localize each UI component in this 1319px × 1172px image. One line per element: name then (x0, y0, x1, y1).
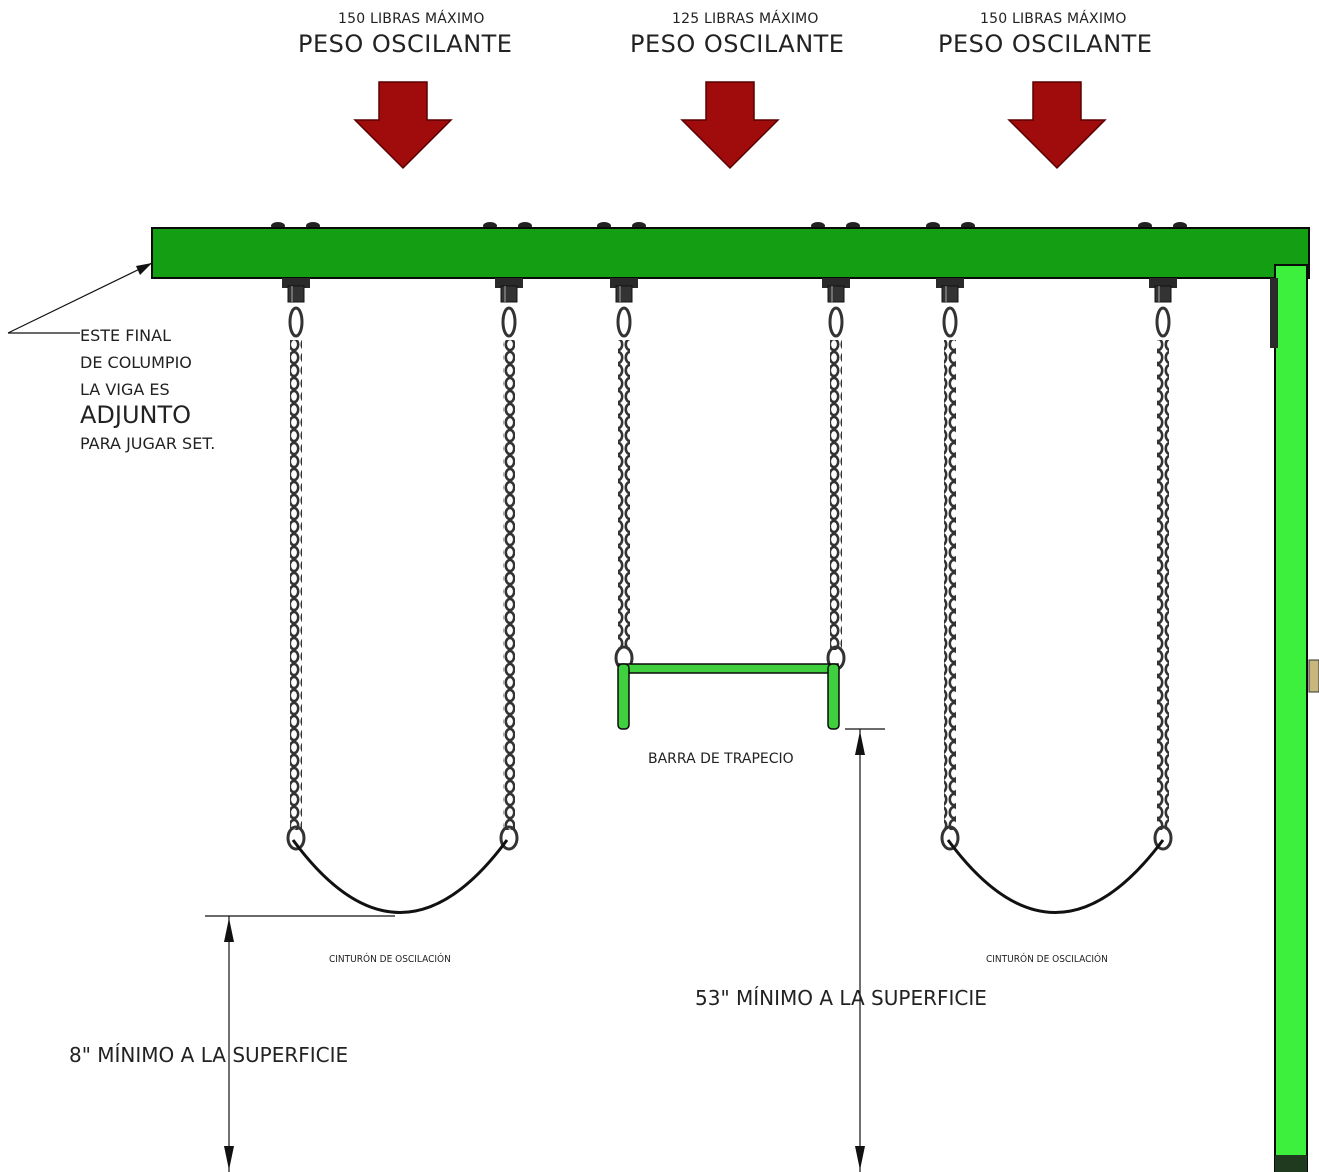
hanger-bracket (282, 278, 310, 338)
chain (830, 340, 842, 650)
hanger-bracket (610, 278, 638, 338)
dimension-trapeze-height (845, 728, 885, 1172)
trapeze-label: BARRA DE TRAPECIO (648, 751, 794, 767)
beam-note-line5: PARA JUGAR SET. (80, 434, 216, 453)
chain (944, 340, 956, 830)
belt-seat-right (946, 839, 1165, 914)
support-post (1274, 264, 1308, 1172)
load-left-max: 150 LIBRAS MÁXIMO (338, 11, 485, 27)
hanger-bracket (822, 278, 850, 338)
down-arrow-icon (353, 81, 453, 170)
hanger-bracket (936, 278, 964, 338)
chain-ring (1153, 825, 1173, 851)
chain-ring (499, 825, 519, 851)
accessory-tab (1308, 659, 1319, 693)
swing-chains (286, 340, 1173, 851)
chain (1157, 340, 1169, 830)
beam-note-line1: ESTE FINAL (80, 326, 171, 345)
belt-label-right: CINTURÓN DE OSCILACIÓN (986, 954, 1108, 965)
chain (290, 340, 302, 830)
beam-note-line4: ADJUNTO (80, 401, 192, 429)
load-center-max: 125 LIBRAS MÁXIMO (672, 11, 819, 27)
hanger-bracket (495, 278, 523, 338)
beam-note-line3: LA VIGA ES (80, 380, 170, 399)
hanger-bracket (1149, 278, 1177, 338)
chain-ring (940, 825, 960, 851)
down-arrow-icon (680, 81, 780, 170)
down-arrow-icon (1007, 81, 1107, 170)
dimension-swing-label: 8" MÍNIMO A LA SUPERFICIE (69, 1043, 349, 1067)
load-right-max: 150 LIBRAS MÁXIMO (980, 11, 1127, 27)
dimension-swing-height (205, 915, 395, 1172)
dimension-trapeze-label: 53" MÍNIMO A LA SUPERFICIE (695, 986, 987, 1010)
chain (503, 340, 515, 830)
beam-note-line2: DE COLUMPIO (80, 353, 192, 372)
load-center-label: PESO OSCILANTE (630, 30, 845, 58)
beam-note-leader (7, 262, 153, 334)
belt-seat-left (291, 839, 509, 914)
load-left-label: PESO OSCILANTE (298, 30, 513, 58)
post-foot (1275, 1155, 1307, 1172)
belt-label-left: CINTURÓN DE OSCILACIÓN (329, 954, 451, 965)
load-arrows (353, 81, 1107, 170)
load-right-label: PESO OSCILANTE (938, 30, 1153, 58)
swing-hangers (282, 278, 1177, 338)
post-bracket (1270, 278, 1278, 348)
swing-beam (151, 227, 1310, 279)
chain (618, 340, 630, 650)
trapeze-bar (617, 663, 840, 730)
chain-ring (286, 825, 306, 851)
